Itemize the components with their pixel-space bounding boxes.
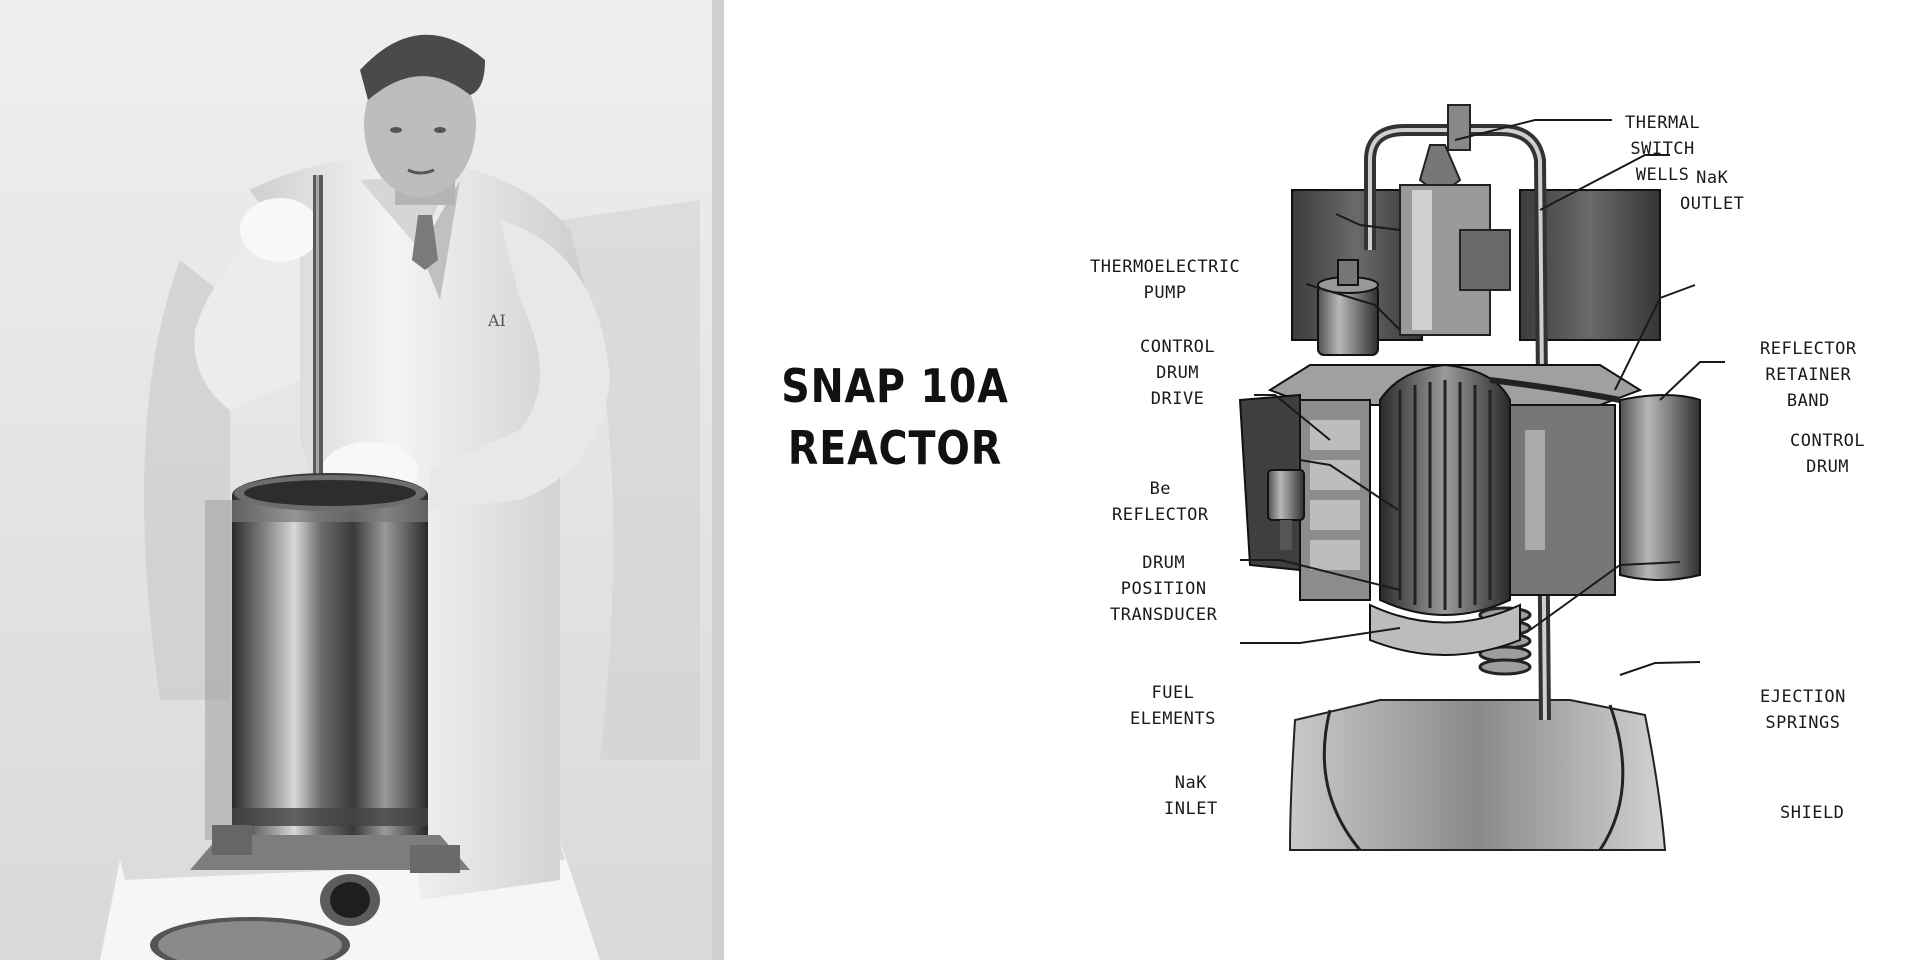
label-fuel-elements: FUEL ELEMENTS <box>1130 683 1216 729</box>
technician-photo-drawing: AI <box>0 0 724 960</box>
title-line-1: SNAP 10A <box>781 359 1009 413</box>
figure-title: SNAP 10A REACTOR <box>760 355 1030 479</box>
label-be-reflector: Be REFLECTOR <box>1112 479 1209 525</box>
label-thermoelectric-pump: THERMOELECTRIC PUMP <box>1090 257 1241 303</box>
label-control-drum: CONTROL DRUM <box>1790 431 1866 477</box>
reactor-cutaway-diagram: THERMAL SWITCH WELLS NaK OUTLET THERMOEL… <box>1090 100 1900 880</box>
label-nak-inlet: NaK INLET <box>1164 773 1218 819</box>
panel-divider <box>724 0 732 960</box>
label-reflector-retainer-band: REFLECTOR RETAINER BAND <box>1760 339 1857 411</box>
label-nak-outlet: NaK OUTLET <box>1680 168 1745 214</box>
title-line-2: REACTOR <box>787 421 1003 475</box>
label-control-drum-drive: CONTROL DRUM DRIVE <box>1140 337 1216 409</box>
label-shield: SHIELD <box>1780 803 1845 823</box>
coat-monogram: AI <box>487 311 506 330</box>
label-ejection-springs: EJECTION SPRINGS <box>1760 687 1846 733</box>
label-drum-position-transducer: DRUM POSITION TRANSDUCER <box>1110 553 1218 625</box>
reactor-cutaway-drawing <box>1238 104 1725 851</box>
technician-photo: AI <box>0 0 724 960</box>
label-thermal-switch-wells: THERMAL SWITCH WELLS <box>1625 113 1701 185</box>
